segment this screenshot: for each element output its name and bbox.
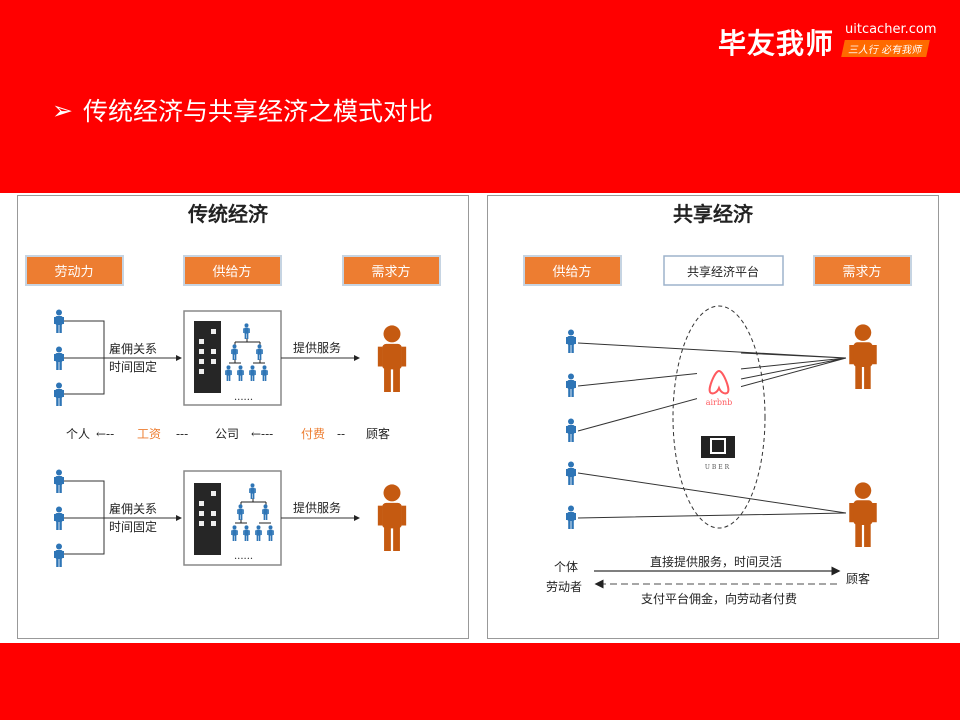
company-icon: ......	[183, 470, 282, 566]
money-flow: 个人 ←-- 工资 --- 公司 ←--- 付费 -- 顾客	[66, 426, 390, 441]
customer-icons	[849, 324, 877, 547]
platform-ellipse	[672, 305, 766, 529]
svg-text:提供服务: 提供服务	[293, 340, 341, 355]
company-icon: ......	[183, 310, 282, 406]
brand-site: uitcacher.com	[845, 22, 937, 37]
svg-text:需求方: 需求方	[371, 264, 410, 280]
svg-text:顾客: 顾客	[366, 426, 390, 441]
slide-title: ➢ 传统经济与共享经济之模式对比	[52, 92, 433, 128]
footer-bar	[0, 643, 960, 720]
box-labor: 劳动力	[25, 255, 124, 286]
slide-title-text: 传统经济与共享经济之模式对比	[82, 97, 433, 126]
svg-text:......: ......	[234, 392, 253, 403]
svg-text:--: --	[337, 427, 345, 441]
worker-icons	[566, 329, 576, 529]
svg-text:雇佣关系: 雇佣关系	[109, 501, 157, 516]
box-supplier: 供给方	[183, 255, 282, 286]
svg-text:需求方: 需求方	[842, 264, 881, 280]
box-supplier: 供给方	[523, 255, 622, 286]
traditional-economy-panel: 传统经济 劳动力 供给方 需求方 雇佣关系 时间固定 ...... 提供服务 个…	[17, 195, 469, 639]
svg-text:airbnb: airbnb	[706, 398, 733, 407]
brand-logo: 毕友我师	[718, 27, 835, 60]
svg-text:支付平台佣金，向劳动者付费: 支付平台佣金，向劳动者付费	[641, 591, 797, 606]
svg-text:雇佣关系: 雇佣关系	[109, 341, 157, 356]
sharing-economy-panel: 共享经济 供给方 共享经济平台 需求方 airbnb UBER 个体 劳动者 顾…	[487, 195, 939, 639]
svg-text:直接提供服务，时间灵活: 直接提供服务，时间灵活	[650, 554, 782, 569]
svg-text:共享经济平台: 共享经济平台	[687, 264, 759, 279]
svg-text:←--: ←--	[96, 427, 114, 441]
svg-text:提供服务: 提供服务	[293, 500, 341, 515]
svg-text:公司: 公司	[215, 427, 239, 441]
svg-text:......: ......	[234, 551, 253, 562]
svg-text:---: ---	[176, 427, 188, 441]
svg-text:劳动者: 劳动者	[546, 580, 582, 594]
brand-slogan: 三人行 必有我师	[841, 40, 930, 57]
svg-text:个人: 个人	[66, 427, 90, 441]
svg-text:←---: ←---	[251, 427, 273, 441]
svg-text:劳动力: 劳动力	[54, 264, 93, 280]
worker-icons	[54, 309, 64, 406]
header-bar	[0, 0, 960, 193]
worker-icons	[54, 469, 64, 567]
panel-title: 共享经济	[673, 202, 754, 226]
svg-text:供给方: 供给方	[552, 264, 591, 280]
uber-logo: UBER	[701, 436, 735, 471]
svg-text:供给方: 供给方	[212, 264, 251, 280]
svg-text:工资: 工资	[137, 427, 161, 441]
box-platform: 共享经济平台	[663, 255, 784, 286]
customer-icon	[377, 484, 407, 551]
svg-text:UBER: UBER	[705, 464, 731, 471]
airbnb-logo: airbnb	[697, 363, 741, 408]
svg-text:顾客: 顾客	[846, 571, 870, 586]
arrow-bullet-icon: ➢	[52, 95, 73, 125]
svg-text:付费: 付费	[301, 427, 325, 441]
box-demand: 需求方	[813, 255, 912, 286]
panel-title: 传统经济	[187, 202, 269, 226]
box-demand: 需求方	[342, 255, 441, 286]
svg-text:时间固定: 时间固定	[109, 359, 157, 374]
customer-icon	[377, 325, 407, 392]
svg-text:个体: 个体	[554, 560, 578, 574]
svg-text:时间固定: 时间固定	[109, 519, 157, 534]
